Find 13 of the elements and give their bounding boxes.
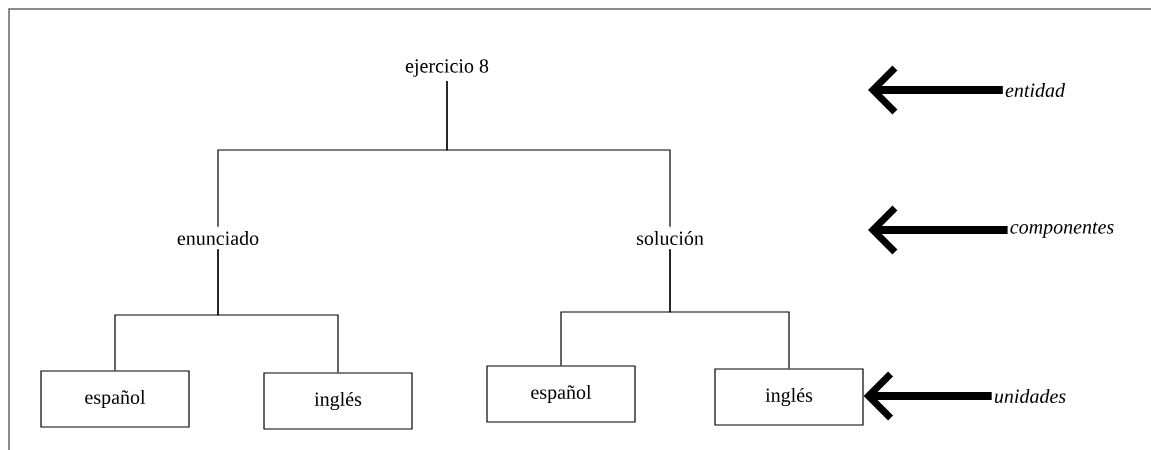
tree-connector [669, 248, 790, 369]
tree-connector [217, 248, 339, 373]
tree-label: enunciado [177, 230, 259, 246]
unit-box: inglés [263, 372, 413, 430]
unit-box: español [486, 365, 636, 423]
level-label: unidades [994, 388, 1066, 404]
level-label: componentes [1010, 222, 1114, 238]
tree-label: ejercicio 8 [405, 59, 489, 77]
unit-box: español [40, 370, 190, 428]
tree-label: solución [636, 230, 704, 246]
tree-connector [446, 80, 671, 228]
unit-box: inglés [714, 368, 864, 426]
level-label: entidad [1005, 82, 1066, 98]
